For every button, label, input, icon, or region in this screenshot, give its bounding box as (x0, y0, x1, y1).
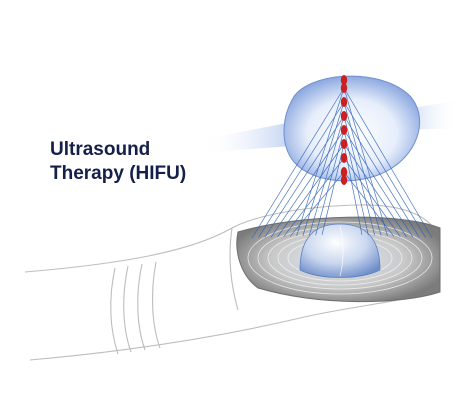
beam-line (343, 101, 426, 238)
beam-line (251, 87, 345, 239)
focal-point (340, 97, 348, 107)
beam-line (289, 171, 345, 237)
beam-line (264, 115, 345, 238)
beam-line (277, 143, 345, 238)
beam-line (343, 171, 395, 237)
transducer-head (236, 216, 441, 303)
focal-point (340, 175, 348, 185)
title-line-1: Ultrasound (50, 139, 151, 160)
beam-line (270, 129, 345, 238)
beam-line (283, 157, 345, 237)
focal-point (340, 125, 348, 135)
beam-line (308, 115, 345, 236)
focal-point (340, 83, 348, 93)
beam-line (296, 87, 345, 237)
diagram-title: Ultrasound Therapy (HIFU) (50, 138, 240, 186)
focal-point (340, 111, 348, 121)
title-line-2: Therapy (HIFU) (50, 163, 187, 184)
beam-line (343, 129, 369, 236)
beam-line (343, 87, 433, 239)
beam-line (343, 115, 376, 236)
beam-line (343, 101, 382, 236)
focal-point (340, 139, 348, 149)
beam-line (343, 87, 388, 237)
beam-line (302, 101, 345, 236)
beam-line (321, 143, 345, 235)
beam-line (343, 143, 407, 238)
beam-line (343, 129, 414, 238)
beam-line (343, 115, 420, 238)
ultrasound-beams (251, 87, 433, 239)
beam-line (315, 129, 345, 236)
transducer-dome (299, 223, 381, 278)
focal-point (340, 153, 348, 163)
focal-points (340, 75, 348, 185)
focal-point (340, 75, 348, 85)
focal-point (340, 167, 348, 177)
beam-line (258, 101, 345, 238)
